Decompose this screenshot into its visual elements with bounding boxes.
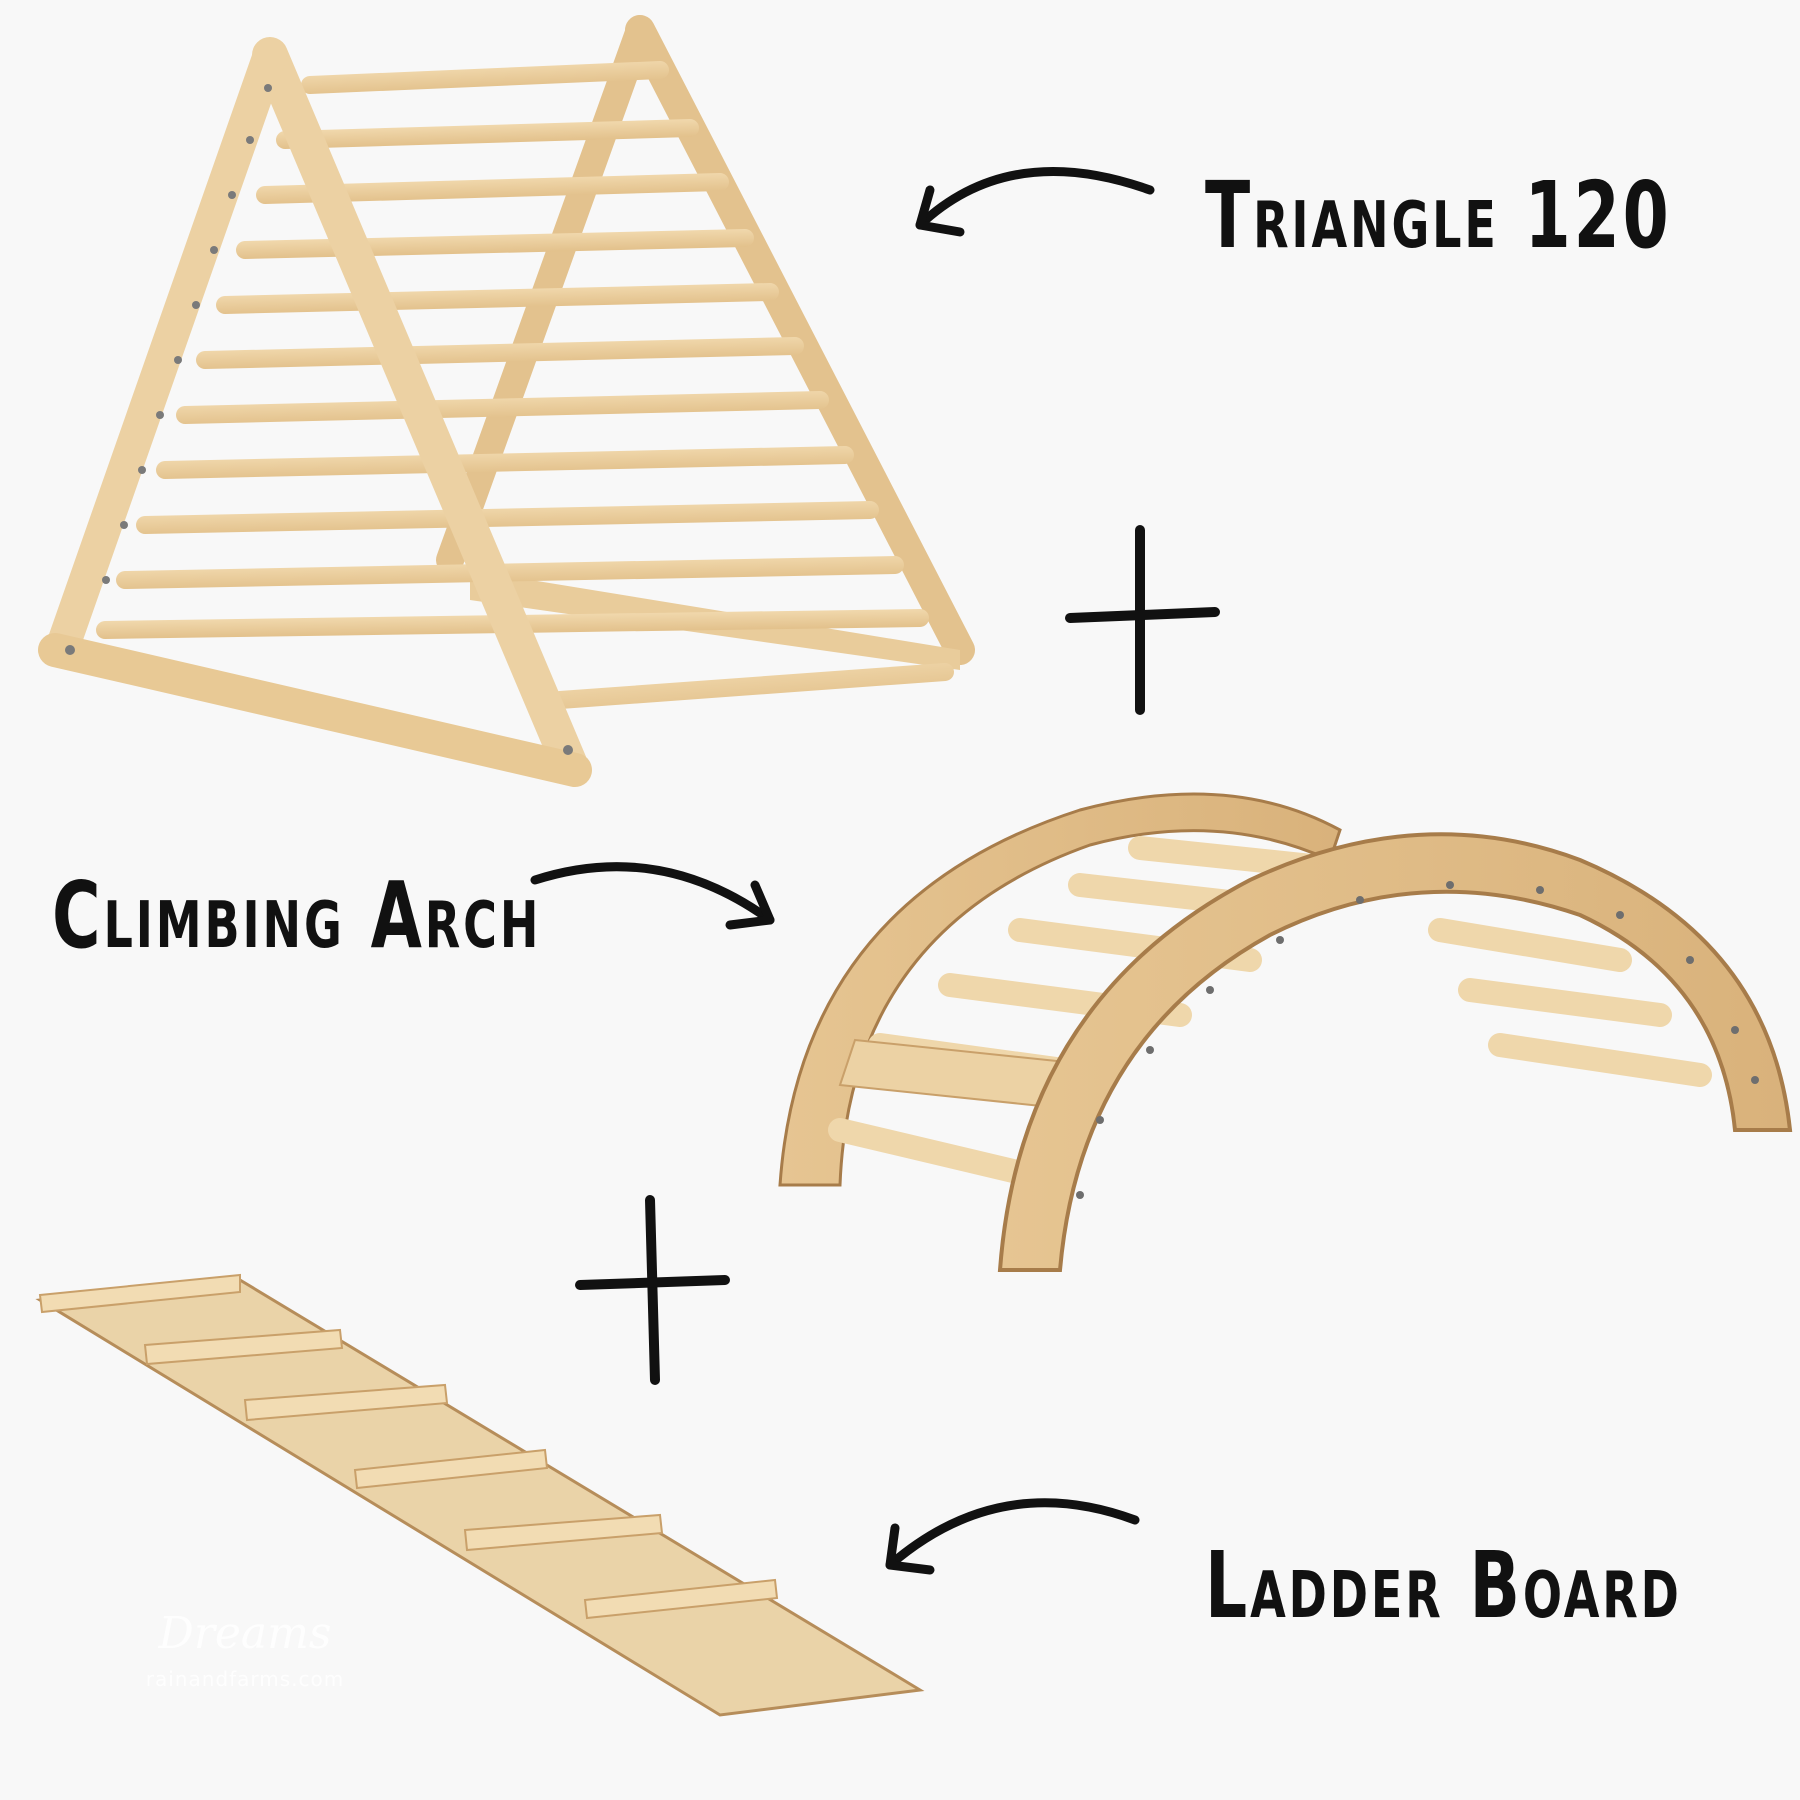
rung: [196, 337, 804, 369]
ladder-cleats: [38, 1273, 779, 1620]
rung: [551, 663, 954, 709]
cleat: [143, 1328, 344, 1366]
rung: [176, 391, 829, 424]
arrows: [530, 167, 1155, 1575]
cleat: [583, 1578, 779, 1620]
cleat: [243, 1383, 449, 1422]
cleat: [353, 1448, 549, 1490]
ladder-board: [35, 1273, 925, 1717]
rung: [828, 1118, 1042, 1187]
watermark-url: rainandfarms.com: [145, 1667, 345, 1691]
arrowhead-triangle: [915, 185, 965, 237]
rung: [136, 501, 879, 534]
arch-back-panel: [778, 792, 1342, 1187]
plus-sign-2: [575, 1195, 730, 1385]
triangle-front-left-leg: [48, 38, 287, 657]
arch-front-panel: [997, 832, 1793, 1272]
rung: [1488, 1033, 1712, 1087]
triangle-front-right-leg: [252, 37, 588, 783]
triangle-base-beam: [38, 633, 592, 787]
arrow-arch: [530, 862, 775, 925]
rung: [276, 119, 699, 149]
arrowhead-ladder: [885, 1523, 935, 1575]
rung: [1428, 918, 1632, 972]
plus-sign-1: [1065, 525, 1220, 715]
cleat: [463, 1513, 664, 1552]
label-ladder-board: Ladder Board: [1205, 1532, 1682, 1639]
cleat: [38, 1273, 241, 1314]
rung: [156, 446, 854, 479]
rung: [216, 283, 779, 314]
label-triangle: Triangle 120: [1205, 162, 1672, 269]
rung: [116, 556, 904, 589]
watermark-brand: Dreams: [158, 1608, 332, 1659]
arrow-triangle: [915, 167, 1155, 230]
arrowhead-arch: [725, 880, 775, 930]
label-climbing-arch: Climbing Arch: [52, 862, 542, 969]
plus-signs: [575, 525, 1220, 1385]
rung: [1458, 978, 1672, 1027]
rung: [236, 229, 754, 259]
arch-bolts: [1076, 881, 1759, 1199]
rung: [301, 61, 669, 94]
climbing-arch: [778, 792, 1793, 1272]
arrow-ladder: [885, 1498, 1140, 1570]
triangle-climber: [38, 15, 975, 787]
watermark: Dreams rainandfarms.com: [80, 1560, 410, 1730]
triangle-bolts: [65, 84, 573, 755]
